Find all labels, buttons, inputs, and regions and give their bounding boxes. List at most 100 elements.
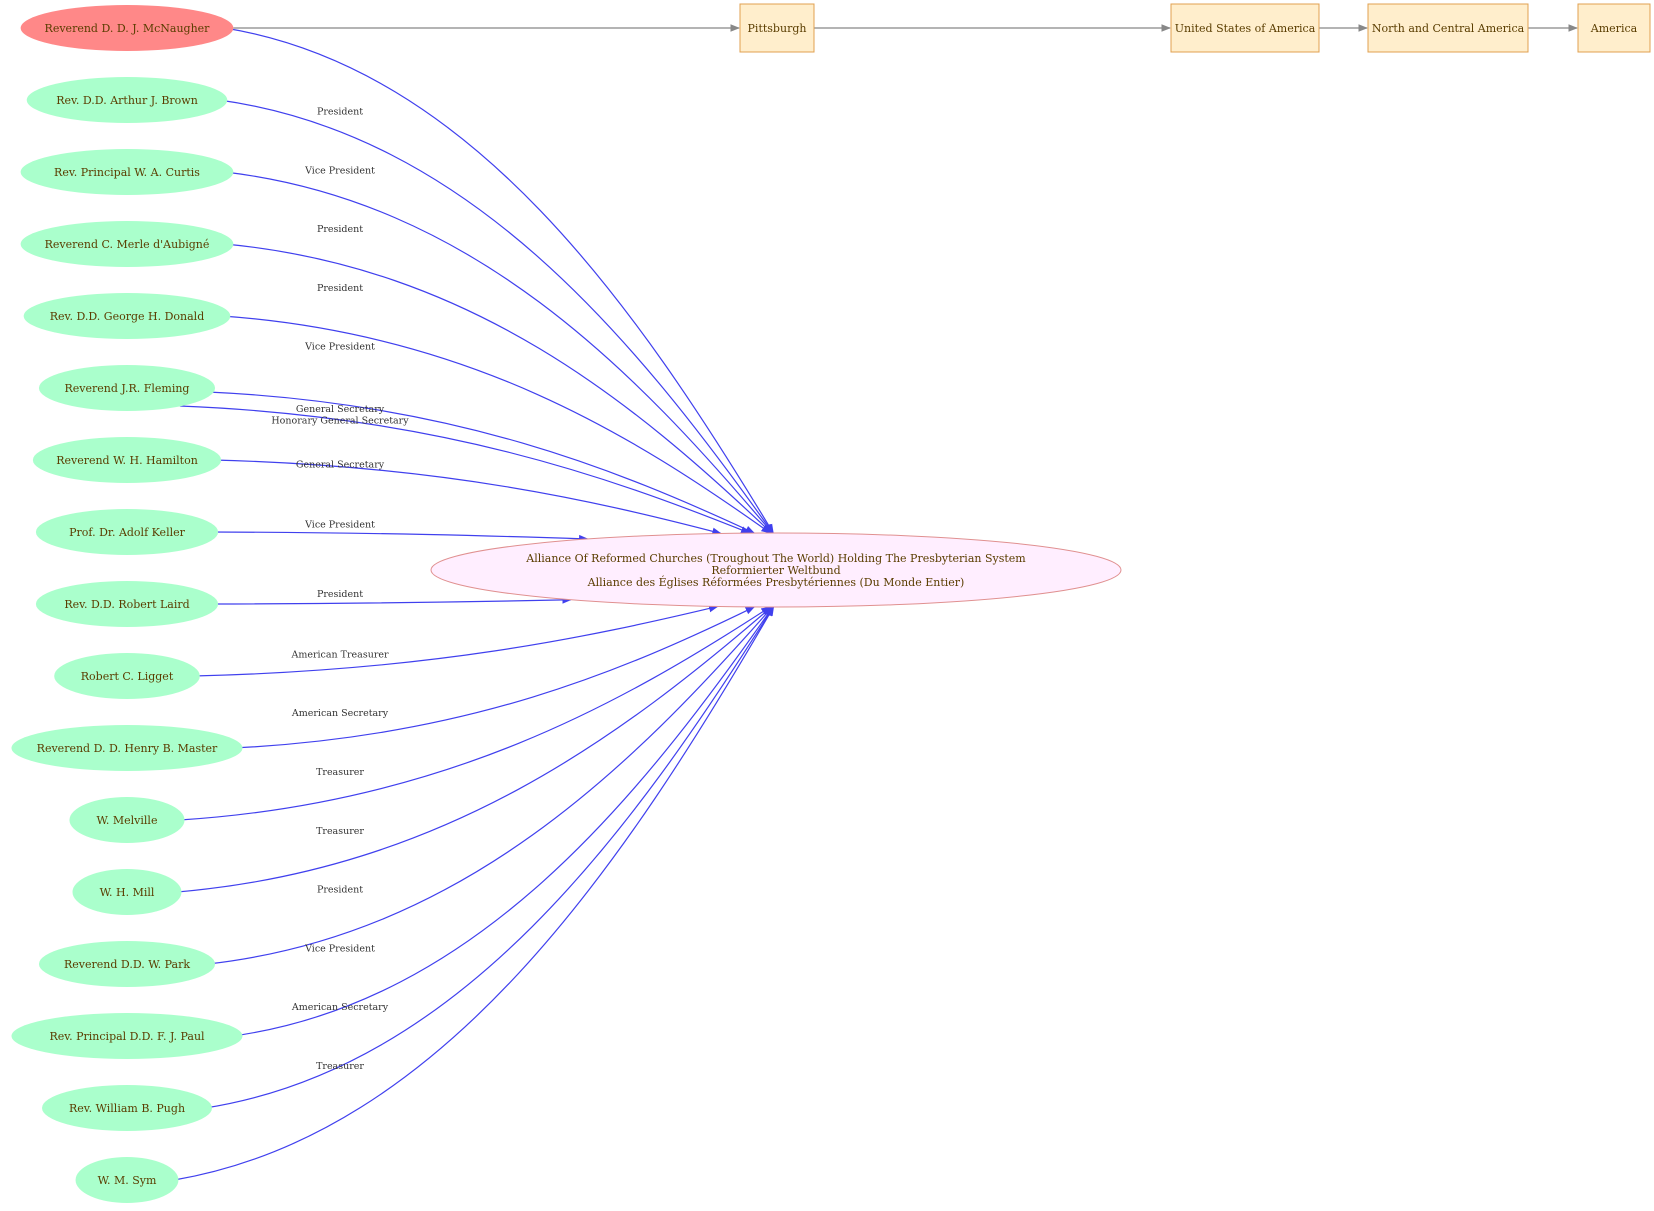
place-node-united-states-of-america[interactable]: United States of America xyxy=(1170,3,1320,53)
role-edge-reverend-j-r-fleming-general-secretary xyxy=(207,391,756,534)
role-label: President xyxy=(317,224,363,235)
role-edge-rev-d-d-arthur-j-brown-vice-president xyxy=(219,99,774,534)
place-name: North and Central America xyxy=(1372,22,1525,35)
person-ellipse xyxy=(11,725,243,771)
person-ellipse xyxy=(20,221,234,267)
person-name: Reverend C. Merle d'Aubigné xyxy=(45,238,210,251)
role-label: President xyxy=(317,283,363,294)
person-name: Reverend D. D. J. McNaugher xyxy=(45,22,211,35)
role-label: American Treasurer xyxy=(290,649,389,660)
person-name: Rev. Principal D.D. F. J. Paul xyxy=(49,1030,205,1043)
role-edge-w-m-sym-treasurer xyxy=(174,606,775,1181)
role-edge-prof-dr-adolf-keller-vice-president xyxy=(210,531,589,543)
person-ellipse xyxy=(69,797,185,843)
person-node-prof-dr-adolf-keller[interactable]: Prof. Dr. Adolf Keller xyxy=(35,509,219,555)
place-name: United States of America xyxy=(1175,22,1316,35)
person-name: Rev. D.D. Robert Laird xyxy=(64,598,189,611)
person-node-rev-principal-w-a-curtis[interactable]: Rev. Principal W. A. Curtis xyxy=(20,149,234,195)
organization-node[interactable]: Alliance Of Reformed Churches (Troughout… xyxy=(430,532,1122,608)
role-edge-reverend-c-merle-d-aubigne-president xyxy=(224,243,773,534)
role-edge-rev-principal-w-a-curtis-president xyxy=(224,171,773,534)
person-node-reverend-c-merle-d-aubigne[interactable]: Reverend C. Merle d'Aubigné xyxy=(20,221,234,267)
person-node-reverend-j-r-fleming[interactable]: Reverend J.R. Fleming xyxy=(38,365,216,411)
person-ellipse xyxy=(23,293,231,339)
person-name: Reverend D.D. W. Park xyxy=(64,958,190,971)
role-label: President xyxy=(317,107,363,118)
person-node-w-m-sym[interactable]: W. M. Sym xyxy=(75,1157,179,1203)
person-name: Robert C. Ligget xyxy=(81,670,174,683)
role-label: General Secretary xyxy=(296,404,385,415)
organization-name-line: Reformierter Weltbund xyxy=(711,564,840,577)
person-ellipse xyxy=(38,365,216,411)
person-node-robert-c-ligget[interactable]: Robert C. Ligget xyxy=(54,653,200,699)
person-node-reverend-d-d-henry-b-master[interactable]: Reverend D. D. Henry B. Master xyxy=(11,725,243,771)
role-label: Honorary General Secretary xyxy=(271,415,409,426)
role-edge-reverend-d-d-henry-b-master-american-secretary xyxy=(233,606,756,749)
place-box xyxy=(1367,3,1529,53)
organization-ellipse xyxy=(430,532,1122,608)
person-node-reverend-d-d-j-mcnaugher[interactable]: Reverend D. D. J. McNaugher xyxy=(20,5,234,51)
place-node-pittsburgh[interactable]: Pittsburgh xyxy=(739,3,815,53)
role-edge-rev-principal-d-d-f-j-paul-vice-president xyxy=(233,606,774,1037)
organization-name-line: Alliance Of Reformed Churches (Troughout… xyxy=(525,552,1026,565)
person-name: Rev. D.D. Arthur J. Brown xyxy=(56,94,198,107)
person-ellipse xyxy=(42,1085,212,1131)
role-label: Vice President xyxy=(304,943,375,954)
role-edge-reverend-d-d-j-mcnaugher-president xyxy=(224,27,774,534)
person-node-rev-principal-d-d-f-j-paul[interactable]: Rev. Principal D.D. F. J. Paul xyxy=(11,1013,243,1059)
role-label: Vice President xyxy=(304,519,375,530)
person-name: W. Melville xyxy=(97,814,158,827)
place-box xyxy=(1170,3,1320,53)
person-node-rev-d-d-arthur-j-brown[interactable]: Rev. D.D. Arthur J. Brown xyxy=(26,77,228,123)
organization-name-line: Alliance des Églises Réformées Presbytér… xyxy=(587,575,965,589)
focus-person-ellipse xyxy=(20,5,234,51)
role-label: American Secretary xyxy=(291,708,389,719)
place-box xyxy=(739,3,815,53)
person-ellipse xyxy=(72,869,182,915)
person-name: W. M. Sym xyxy=(98,1174,157,1187)
person-name: Rev. William B. Pugh xyxy=(69,1102,185,1115)
person-node-w-h-mill[interactable]: W. H. Mill xyxy=(72,869,182,915)
role-label: Treasurer xyxy=(316,767,364,778)
place-node-america[interactable]: America xyxy=(1577,3,1651,53)
role-label: President xyxy=(317,885,363,896)
role-label: Treasurer xyxy=(316,1061,364,1072)
person-ellipse xyxy=(54,653,200,699)
role-edge-reverend-j-r-fleming-honorary-general-secretary xyxy=(179,405,751,534)
person-name: Prof. Dr. Adolf Keller xyxy=(69,526,185,539)
role-label: Vice President xyxy=(304,342,375,353)
role-edge-reverend-d-d-w-park-president xyxy=(207,606,773,965)
place-name: Pittsburgh xyxy=(748,22,807,35)
person-node-rev-d-d-robert-laird[interactable]: Rev. D.D. Robert Laird xyxy=(35,581,219,627)
person-node-rev-d-d-george-h-donald[interactable]: Rev. D.D. George H. Donald xyxy=(23,293,231,339)
person-node-reverend-w-h-hamilton[interactable]: Reverend W. H. Hamilton xyxy=(32,437,222,483)
role-edge-rev-william-b-pugh-american-secretary xyxy=(205,606,774,1109)
person-name: Reverend J.R. Fleming xyxy=(65,382,190,395)
person-ellipse xyxy=(11,1013,243,1059)
role-edge-w-h-mill-treasurer xyxy=(177,606,773,893)
place-box xyxy=(1577,3,1651,53)
person-node-reverend-d-d-w-park[interactable]: Reverend D.D. W. Park xyxy=(38,941,216,987)
person-name: Reverend D. D. Henry B. Master xyxy=(37,742,218,755)
place-node-north-and-central-america[interactable]: North and Central America xyxy=(1367,3,1529,53)
person-name: Rev. Principal W. A. Curtis xyxy=(54,166,200,179)
person-ellipse xyxy=(26,77,228,123)
role-edge-rev-d-d-robert-laird-president xyxy=(210,596,572,605)
person-name: Rev. D.D. George H. Donald xyxy=(50,310,205,323)
place-name: America xyxy=(1590,22,1638,35)
person-name: W. H. Mill xyxy=(100,886,155,899)
role-label: General Secretary xyxy=(296,459,385,470)
person-node-rev-william-b-pugh[interactable]: Rev. William B. Pugh xyxy=(42,1085,212,1131)
role-edge-reverend-w-h-hamilton-general-secretary xyxy=(213,459,722,536)
role-edge-rev-d-d-george-h-donald-vice-president xyxy=(221,315,771,534)
role-edge-w-melville-treasurer xyxy=(179,606,771,821)
person-ellipse xyxy=(35,509,219,555)
role-label: President xyxy=(317,589,363,600)
person-ellipse xyxy=(35,581,219,627)
person-ellipse xyxy=(38,941,216,987)
person-ellipse xyxy=(20,149,234,195)
person-node-w-melville[interactable]: W. Melville xyxy=(69,797,185,843)
